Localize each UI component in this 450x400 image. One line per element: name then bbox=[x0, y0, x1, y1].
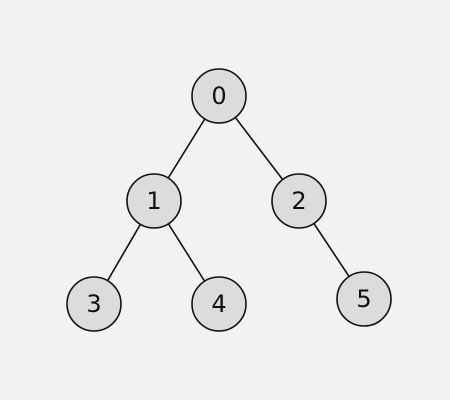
node-2-label: 2 bbox=[291, 187, 306, 215]
node-1: 1 bbox=[126, 173, 182, 229]
node-5-label: 5 bbox=[356, 285, 371, 313]
node-4-circle bbox=[191, 276, 247, 332]
node-1-circle bbox=[126, 173, 182, 229]
node-2-circle bbox=[271, 173, 327, 229]
node-0-circle bbox=[191, 68, 247, 124]
node-4-label: 4 bbox=[211, 290, 226, 318]
node-2: 2 bbox=[271, 173, 327, 229]
node-3: 3 bbox=[66, 276, 122, 332]
node-5: 5 bbox=[336, 271, 392, 327]
node-4: 4 bbox=[191, 276, 247, 332]
node-0: 0 bbox=[191, 68, 247, 124]
node-5-circle bbox=[336, 271, 392, 327]
node-1-label: 1 bbox=[146, 187, 161, 215]
node-0-label: 0 bbox=[211, 82, 226, 110]
node-3-label: 3 bbox=[86, 290, 101, 318]
node-3-circle bbox=[66, 276, 122, 332]
